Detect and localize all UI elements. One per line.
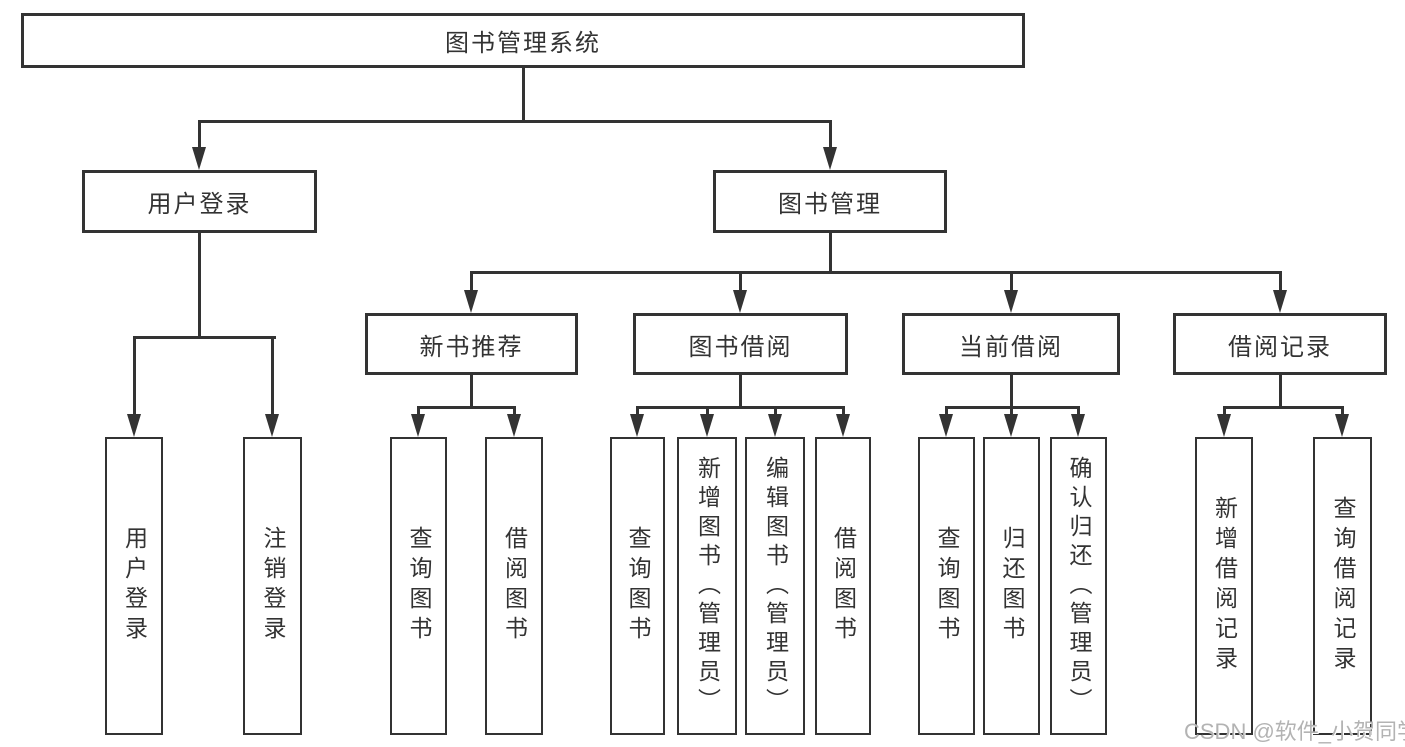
connector-line xyxy=(469,273,473,292)
leaf-add-borrow-record: 新增借阅记录 xyxy=(1195,437,1253,735)
arrowhead-down-icon xyxy=(939,414,953,437)
arrowhead-down-icon xyxy=(1335,414,1349,437)
connector-line xyxy=(1009,375,1013,408)
connector-line xyxy=(636,406,845,409)
connector-line xyxy=(705,408,709,417)
node-label: 用户登录 xyxy=(147,191,252,218)
leaf-label: 编辑图书（管理员） xyxy=(762,455,789,717)
connector-line xyxy=(828,121,832,150)
leaf-label: 用户登录 xyxy=(121,526,148,646)
arrowhead-down-icon xyxy=(1071,414,1085,437)
connector-line xyxy=(1341,408,1344,417)
arrowhead-down-icon xyxy=(630,414,644,437)
connector-line xyxy=(271,338,274,416)
node-label: 新书推荐 xyxy=(419,333,524,361)
node-label: 图书管理 xyxy=(778,191,882,218)
leaf-query-book-3: 查询图书 xyxy=(918,437,975,735)
arrowhead-down-icon xyxy=(699,414,714,437)
connector-line xyxy=(945,406,1080,409)
node-current-borrow: 当前借阅 xyxy=(902,313,1120,375)
leaf-label: 查询图书 xyxy=(406,526,432,646)
arrowhead-down-icon xyxy=(411,414,425,437)
connector-line xyxy=(1222,408,1226,417)
node-label: 当前借阅 xyxy=(959,333,1063,361)
leaf-label: 借阅图书 xyxy=(830,526,857,646)
connector-line xyxy=(773,408,777,417)
node-label: 借阅记录 xyxy=(1228,333,1332,361)
arrowhead-down-icon xyxy=(822,147,837,170)
arrowhead-down-icon xyxy=(506,414,521,437)
node-book-borrow: 图书借阅 xyxy=(633,313,848,375)
leaf-label: 归还图书 xyxy=(999,526,1025,646)
node-library-management-system: 图书管理系统 xyxy=(21,13,1025,68)
leaf-borrow-book-1: 借阅图书 xyxy=(485,437,543,735)
leaf-label: 查询借阅记录 xyxy=(1330,496,1356,676)
connector-line xyxy=(197,121,201,150)
arrowhead-down-icon xyxy=(1004,414,1018,437)
node-borrow-record: 借阅记录 xyxy=(1173,313,1387,375)
arrowhead-down-icon xyxy=(767,414,782,437)
connector-line xyxy=(197,233,201,339)
arrowhead-down-icon xyxy=(1272,290,1287,313)
leaf-label: 新增图书（管理员） xyxy=(694,455,721,717)
connector-line xyxy=(1009,273,1013,292)
node-new-book-recommend: 新书推荐 xyxy=(365,313,578,375)
connector-line xyxy=(1278,375,1282,408)
leaf-label: 确认归还（管理员） xyxy=(1066,455,1092,717)
leaf-label: 查询图书 xyxy=(934,526,960,646)
connector-line xyxy=(1077,408,1080,417)
connector-line xyxy=(828,233,832,273)
connector-line xyxy=(132,336,276,339)
connector-line xyxy=(1222,406,1344,409)
arrowhead-down-icon xyxy=(265,414,279,437)
leaf-add-book-admin: 新增图书（管理员） xyxy=(677,437,737,735)
connector-line xyxy=(417,406,516,409)
node-label: 图书借阅 xyxy=(688,333,793,361)
connector-line xyxy=(132,338,136,416)
node-label: 图书管理系统 xyxy=(445,30,601,57)
leaf-label: 借阅图书 xyxy=(501,526,528,646)
arrowhead-down-icon xyxy=(463,290,478,313)
connector-line xyxy=(417,408,420,417)
connector-line xyxy=(469,271,1282,274)
leaf-query-book-2: 查询图书 xyxy=(610,437,665,735)
arrowhead-down-icon xyxy=(733,290,747,313)
leaf-confirm-return-admin: 确认归还（管理员） xyxy=(1050,437,1107,735)
leaf-label: 查询图书 xyxy=(625,526,651,646)
leaf-user-login: 用户登录 xyxy=(105,437,163,735)
arrowhead-down-icon xyxy=(126,414,141,437)
leaf-query-borrow-record: 查询借阅记录 xyxy=(1313,437,1372,735)
leaf-query-book-1: 查询图书 xyxy=(390,437,447,735)
arrowhead-down-icon xyxy=(1216,414,1231,437)
connector-line xyxy=(1278,273,1282,292)
connector-line xyxy=(512,408,516,417)
leaf-borrow-book-2: 借阅图书 xyxy=(815,437,871,735)
node-user-login-branch: 用户登录 xyxy=(82,170,317,233)
leaf-return-book: 归还图书 xyxy=(983,437,1040,735)
connector-line xyxy=(521,68,525,122)
leaf-label: 新增借阅记录 xyxy=(1211,496,1238,676)
csdn-watermark: CSDN @软件_小贺同学 xyxy=(1184,719,1405,744)
connector-line xyxy=(636,408,639,417)
arrowhead-down-icon xyxy=(191,147,206,170)
connector-line xyxy=(945,408,948,417)
node-book-management-branch: 图书管理 xyxy=(713,170,947,233)
arrowhead-down-icon xyxy=(835,414,850,437)
connector-line xyxy=(841,408,845,417)
connector-line xyxy=(197,120,832,123)
connector-line xyxy=(739,273,742,292)
connector-line xyxy=(470,375,473,408)
leaf-edit-book-admin: 编辑图书（管理员） xyxy=(745,437,805,735)
leaf-label: 注销登录 xyxy=(260,526,286,646)
leaf-logout: 注销登录 xyxy=(243,437,302,735)
connector-line xyxy=(739,375,742,408)
arrowhead-down-icon xyxy=(1003,290,1018,313)
connector-line xyxy=(1010,408,1013,417)
